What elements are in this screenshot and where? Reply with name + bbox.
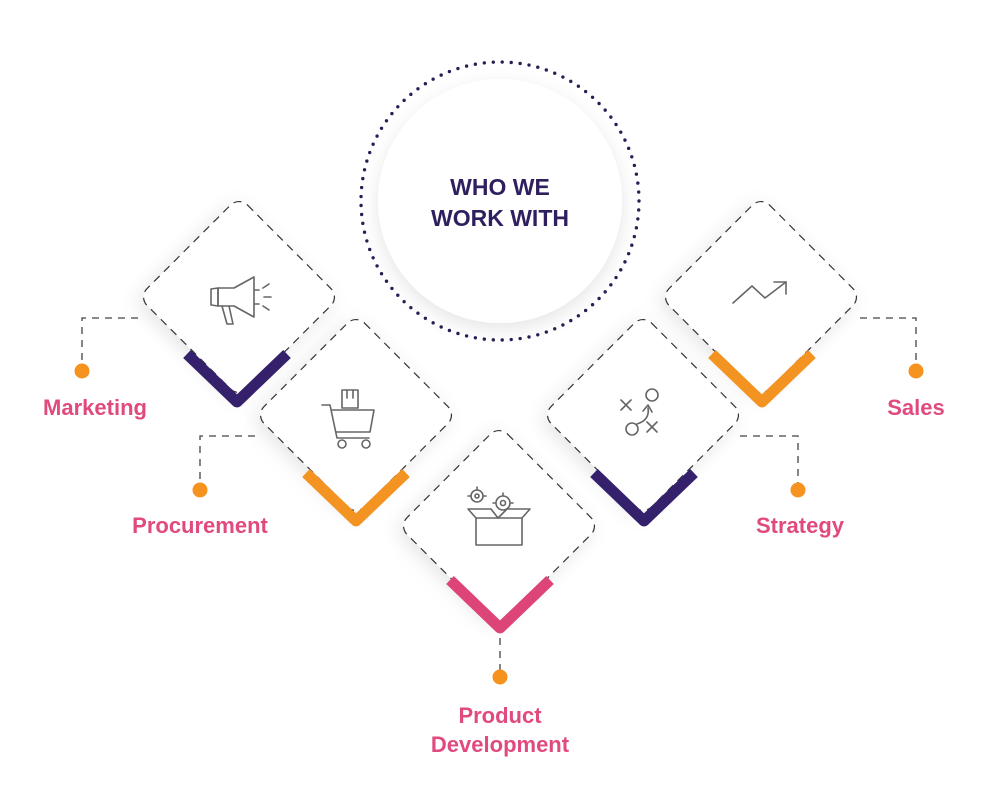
card-product-development <box>402 429 596 623</box>
connector-strategy <box>740 435 799 489</box>
dot-marketing <box>74 363 90 379</box>
product-box-gears-icon <box>467 486 531 546</box>
connector-sales <box>860 317 917 370</box>
card-marketing <box>142 200 336 394</box>
label-sales: Sales <box>887 395 945 420</box>
label-product-development-line2: Development <box>430 732 570 757</box>
chevron-sales <box>708 350 816 408</box>
shopping-cart-icon <box>321 389 375 449</box>
card-strategy <box>546 318 740 512</box>
dot-product-development <box>492 669 508 685</box>
label-strategy: Strategy <box>755 513 845 538</box>
label-marketing: Marketing <box>43 395 147 420</box>
label-procurement: Procurement <box>132 513 268 538</box>
chevron-marketing <box>183 350 291 408</box>
connector-procurement <box>199 435 255 489</box>
chevron-procurement <box>302 469 410 527</box>
label-product-development: Product Development <box>400 701 600 759</box>
label-product-development-line1: Product <box>458 703 542 728</box>
megaphone-icon <box>210 276 272 325</box>
hub-title-line1: WHO WE <box>450 174 550 200</box>
hub-title: WHO WE WORK WITH <box>380 172 620 234</box>
card-sales <box>664 200 858 394</box>
dot-procurement <box>192 482 208 498</box>
dot-strategy <box>790 482 806 498</box>
dot-sales <box>908 363 924 379</box>
connector-marketing <box>81 317 138 370</box>
strategy-play-icon <box>620 388 659 436</box>
chevron-product-development <box>446 576 554 634</box>
card-procurement <box>259 318 453 512</box>
chevron-strategy <box>590 469 698 527</box>
trend-up-icon <box>732 281 787 304</box>
hub-title-line2: WORK WITH <box>431 205 569 231</box>
hub-circle <box>359 60 641 342</box>
